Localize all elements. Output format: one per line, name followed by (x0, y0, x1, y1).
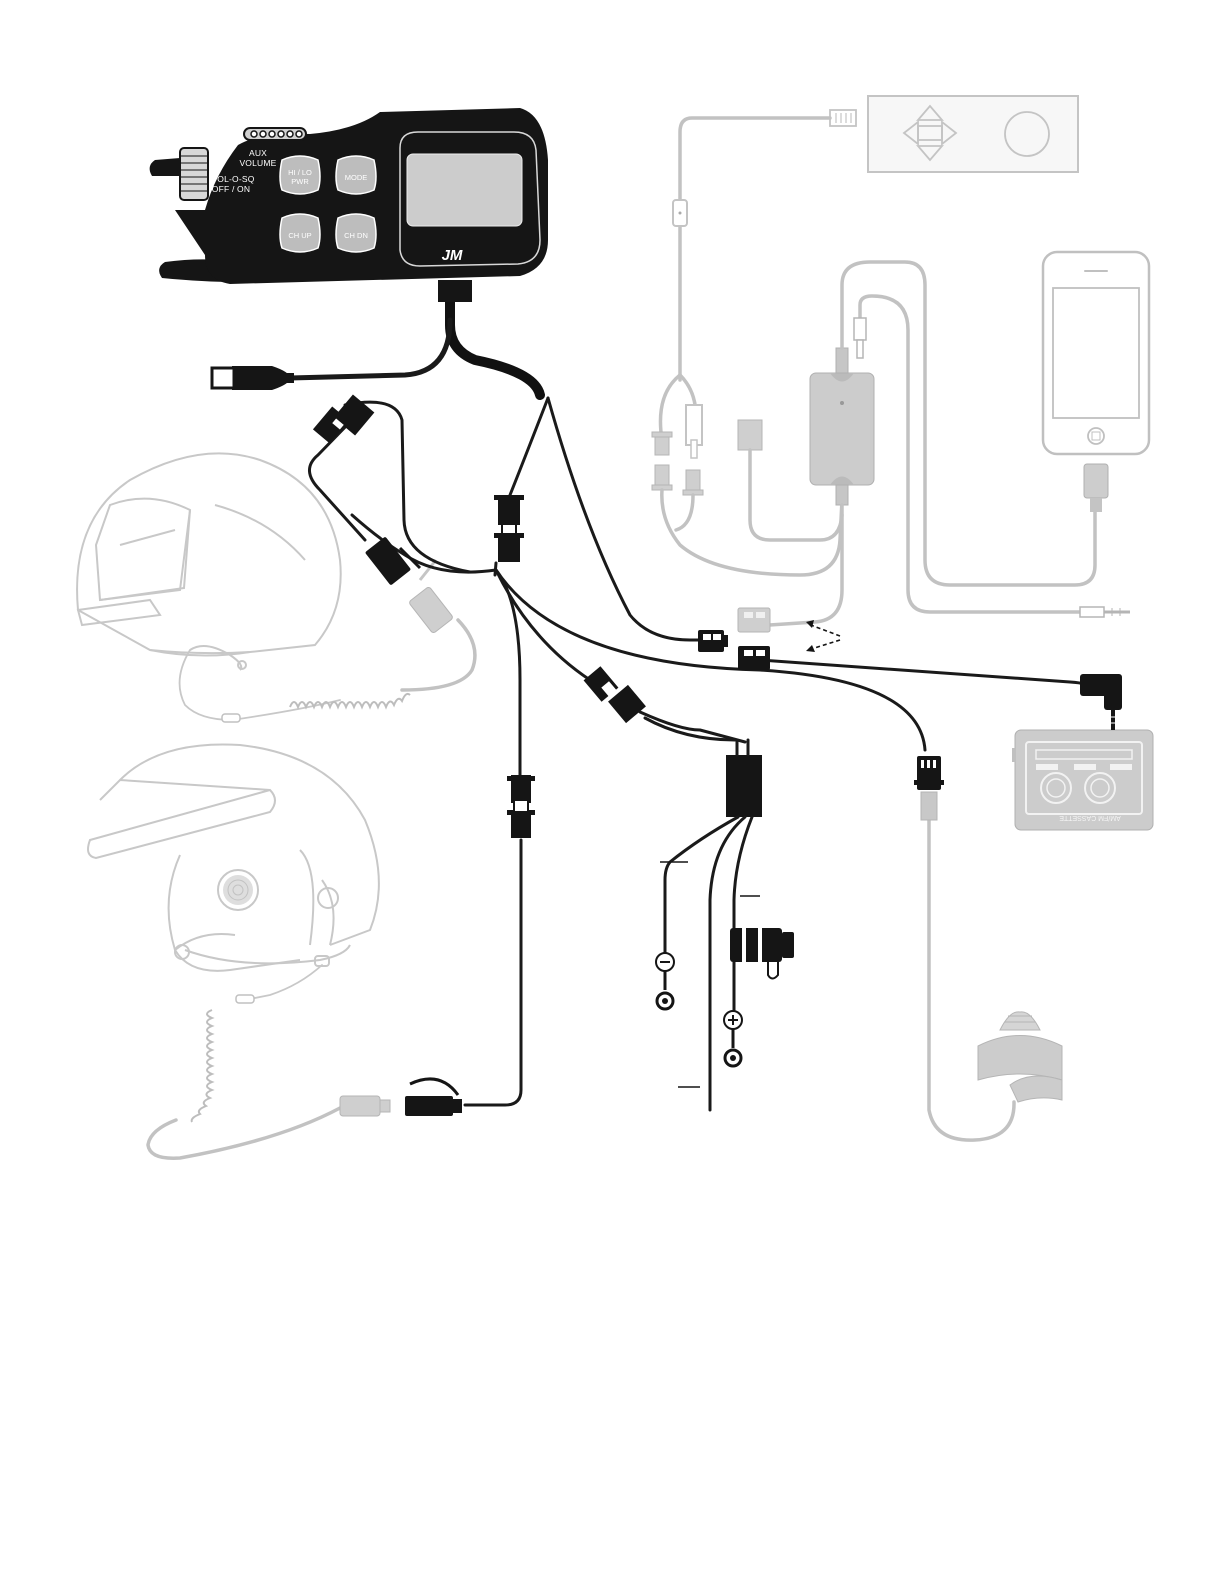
iphone-device (1043, 252, 1149, 454)
ipod-interface-box (810, 348, 874, 505)
remote-switch-panel (868, 96, 1078, 172)
inline-connector-helmet-2 (507, 775, 535, 838)
mode-button[interactable]: MODE (336, 156, 376, 194)
headset-boom-mic (175, 945, 350, 966)
ptt-black-connector (914, 756, 944, 790)
coiled-cord-1 (290, 694, 410, 707)
ptt-cable (929, 810, 1014, 1140)
jm-logo: JM (442, 247, 463, 264)
am-fm-cassette: AM/FM CASSETTE (1012, 730, 1153, 830)
ground-terminal (656, 953, 674, 1009)
full-face-helmet (77, 453, 341, 655)
ch-dn-button[interactable]: CH DN (336, 214, 376, 252)
aux-label: AUX (249, 148, 267, 158)
gray-bullet-connectors (652, 420, 762, 495)
ch-up-label: CH UP (288, 231, 311, 240)
remote-cable (680, 118, 830, 380)
power-plug-connector (212, 366, 294, 390)
dashed-arrows-icon (808, 624, 840, 650)
vol-sq-label: VOL-O-SQ (211, 174, 254, 184)
hi-lo-pwr-label: HI / LO (288, 168, 312, 177)
central-hub-connector (494, 495, 524, 562)
gray-helmet-plug-2 (340, 1096, 390, 1116)
dock-connector (1084, 464, 1108, 512)
right-angle-audio-plug (1080, 674, 1122, 730)
power-module (726, 755, 762, 817)
ring-ptt-switch (978, 1012, 1062, 1102)
gray-mini-connector (738, 608, 770, 632)
pwr-label: PWR (291, 177, 309, 186)
ch-up-button[interactable]: CH UP (280, 214, 320, 252)
hi-lo-pwr-button[interactable]: HI / LO PWR (280, 156, 320, 194)
open-face-helmet (88, 744, 379, 970)
cassette-label: AM/FM CASSETTE (1059, 814, 1121, 821)
handlebar-controller: AUX VOLUME VOL-O-SQ OFF / ON HI / LO PWR… (150, 108, 548, 302)
power-inline-connector (584, 666, 646, 723)
coiled-cord-2 (192, 1010, 212, 1122)
boom-mic-full-face (190, 646, 246, 670)
volume-label: VOLUME (239, 158, 276, 168)
ch-dn-label: CH DN (344, 231, 368, 240)
power-lead (290, 320, 450, 378)
main-harness-trunk (450, 292, 540, 395)
modular-plug (830, 110, 856, 126)
mode-label: MODE (345, 173, 368, 182)
black-mini-connector-1 (698, 630, 728, 652)
fuse-holder (730, 926, 794, 979)
off-on-label: OFF / ON (212, 184, 250, 194)
speaker-grill-icon (223, 875, 253, 905)
power-terminal (724, 1011, 742, 1066)
black-mini-connector-2 (738, 646, 770, 670)
helmet-plug-black-2 (405, 1079, 462, 1116)
lcd-display (407, 154, 522, 226)
ptt-gray-connector (921, 792, 937, 820)
